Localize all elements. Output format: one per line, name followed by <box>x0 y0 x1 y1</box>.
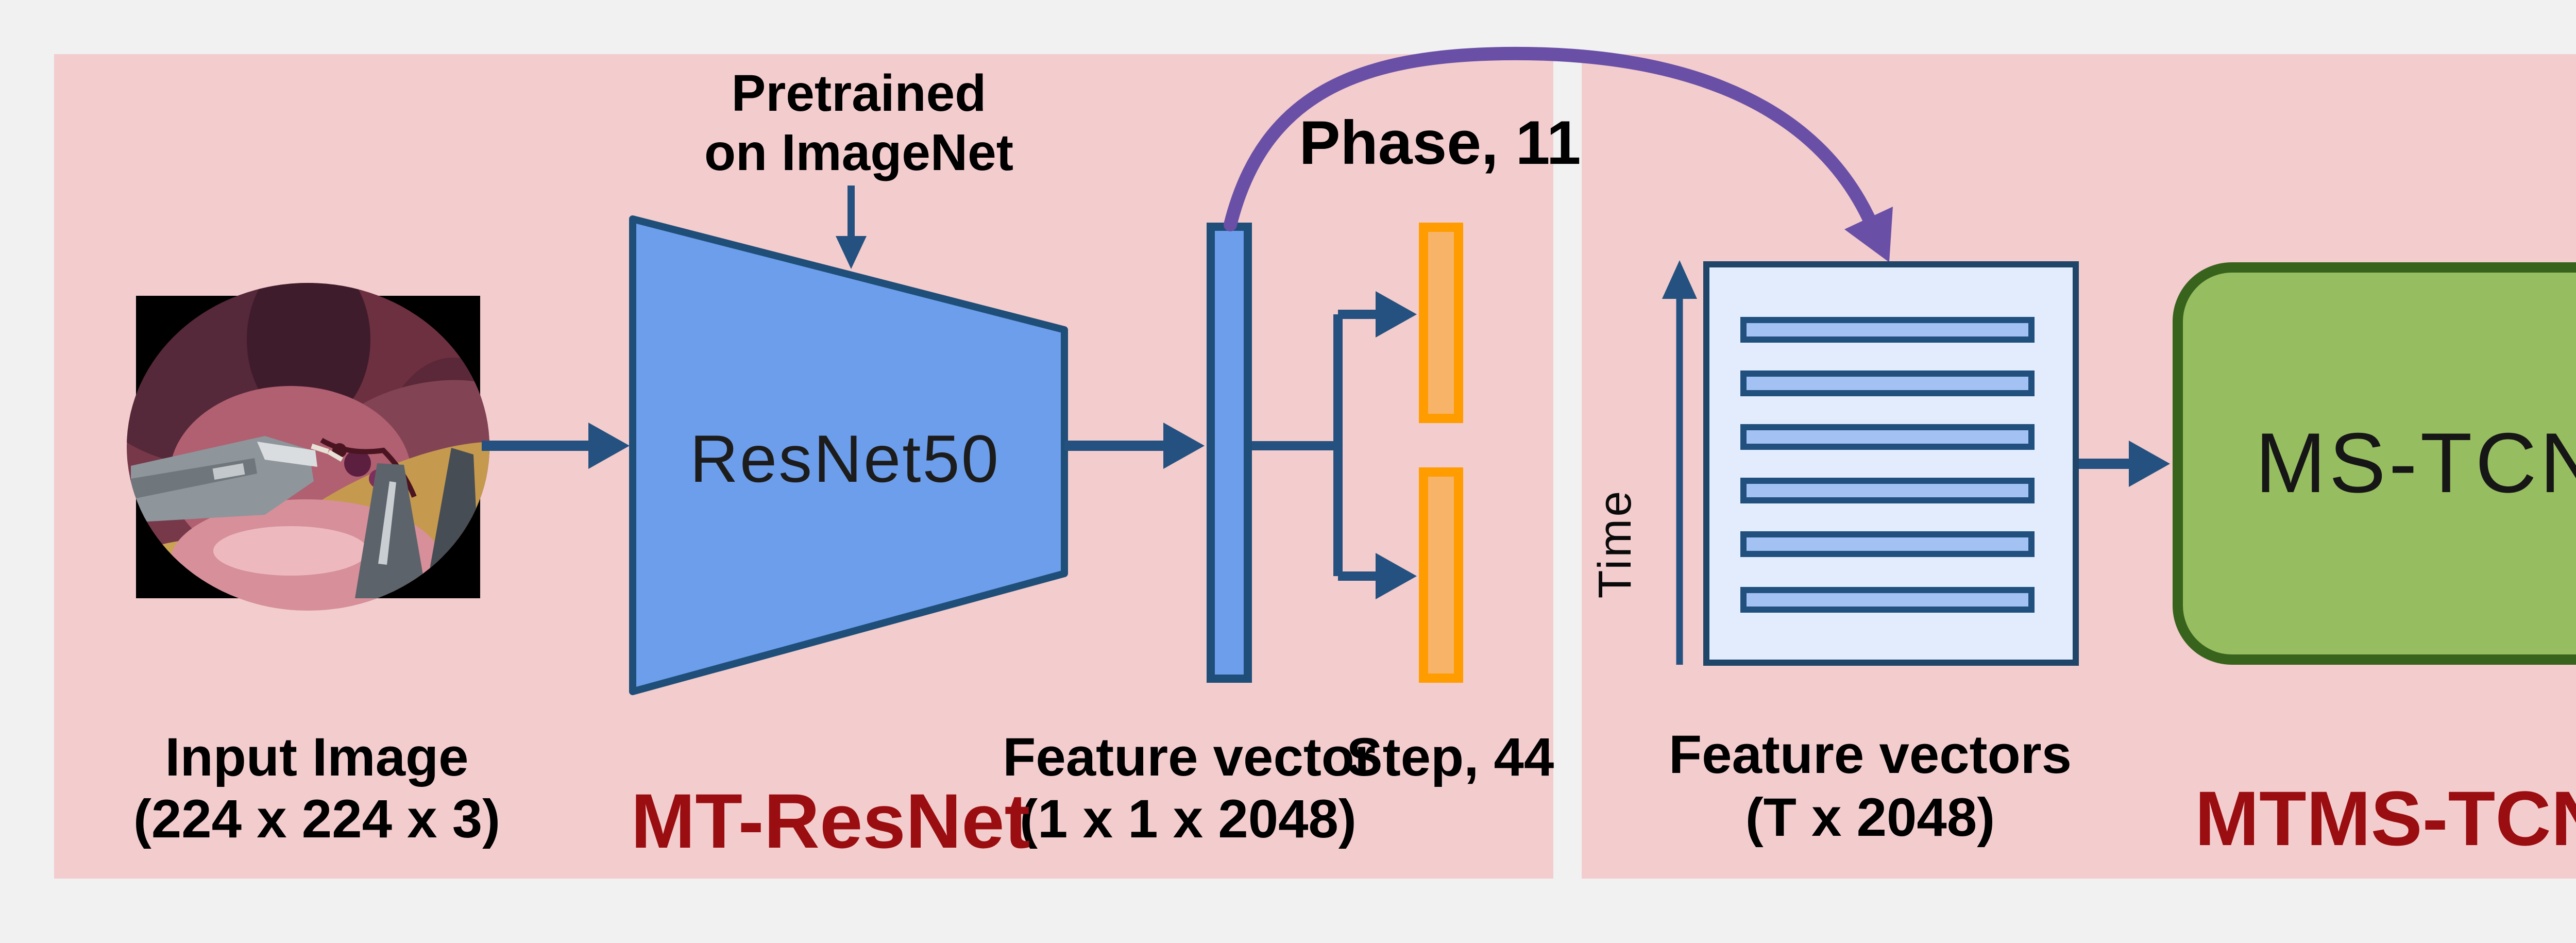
time-axis-label: Time <box>1589 489 1641 599</box>
input-to-resnet-arrowhead-icon <box>588 423 630 469</box>
left-step-output-bar <box>1419 467 1463 683</box>
left-panel-title: MT-ResNet <box>631 778 1030 864</box>
left-output-fork <box>1252 291 1417 599</box>
resnet50-block <box>629 215 1068 695</box>
left-step-arrowhead-icon <box>1376 553 1417 599</box>
resnet-to-feature-arrowhead-icon <box>1163 423 1205 469</box>
input-caption-line1: Input Image <box>165 727 468 787</box>
feature-transfer-arrow <box>1224 46 1875 231</box>
left-phase-arrowhead-icon <box>1376 291 1417 338</box>
resnet50-label: ResNet50 <box>690 421 1000 496</box>
pretrained-note-line2: on ImageNet <box>704 124 1013 181</box>
features-caption-line2: (T x 2048) <box>1745 787 1995 848</box>
feature-caption-line2: (1 x 1 x 2048) <box>1020 789 1357 849</box>
pretrained-note-line1: Pretrained <box>732 64 987 122</box>
input-image-photo <box>127 283 489 611</box>
input-caption-line2: (224 x 224 x 3) <box>133 789 500 849</box>
left-step-label: Step, 44 <box>1347 727 1554 787</box>
ms-tcn-block <box>2173 262 2576 665</box>
ms-tcn-label: MS-TCN <box>2255 415 2576 510</box>
feature-vector-bar <box>1207 223 1252 683</box>
features-caption-line1: Feature vectors <box>1669 725 2072 785</box>
feature-transfer-arrowhead-icon <box>1844 207 1893 262</box>
features-to-tcn-arrowhead-icon <box>2129 441 2170 487</box>
left-phase-label: Phase, 11 <box>1299 108 1581 177</box>
feature-caption-line1: Feature vector <box>1003 727 1376 787</box>
pretrained-arrowhead-icon <box>836 236 867 269</box>
right-panel-title: MTMS-TCN <box>2195 775 2576 862</box>
time-axis-arrowhead-icon <box>1662 260 1697 299</box>
feature-vectors-stack <box>1740 317 2035 613</box>
left-phase-output-bar <box>1419 223 1463 423</box>
